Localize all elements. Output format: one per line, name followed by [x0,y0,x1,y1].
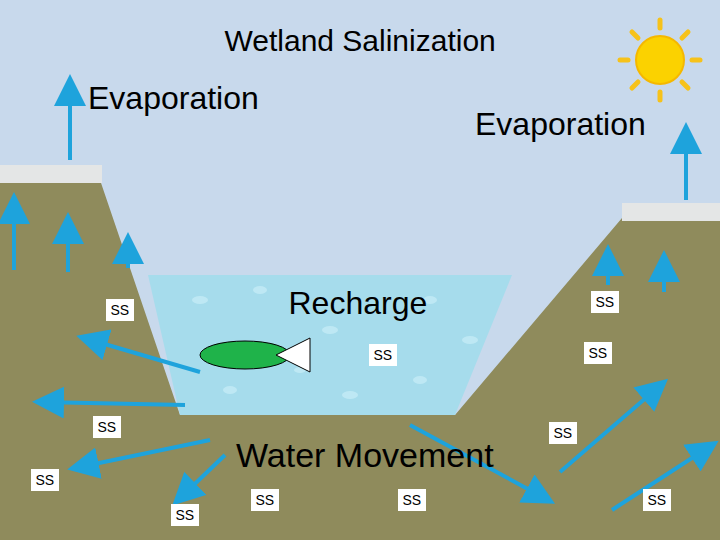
salt-box: SS [171,504,200,526]
node-text: SS [648,492,667,508]
node-text: SS [374,347,393,363]
salt-box: SS [549,422,578,444]
salt-crust [622,203,720,221]
salt-crust [0,165,102,183]
node-text: SS [596,294,615,310]
ground [0,180,720,540]
water-ripples [192,286,478,399]
wetland-water [148,275,512,415]
node-text: SS [98,419,117,435]
salt-box: SS [93,416,122,438]
node-text: SS [589,345,608,361]
node-text: SS [403,492,422,508]
diagram-label: Water Movement [236,436,494,475]
salt-box: SS [106,299,135,321]
diagram-title: Wetland Salinization [225,24,496,58]
node-text: SS [36,472,55,488]
salt-box: SS [251,489,280,511]
salt-box: SS [31,469,60,491]
sun [620,20,700,100]
flow-arrows [14,82,712,510]
node-text: SS [176,507,195,523]
node-text: SS [256,492,275,508]
salt-box: SS [584,342,613,364]
diagram-label: Evaporation [475,106,646,143]
salt-box: SS [369,344,398,366]
salt-box: SS [398,489,427,511]
node-text: SS [111,302,130,318]
fish [200,338,310,372]
salt-box: SS [591,291,620,313]
diagram-label: Evaporation [88,80,259,117]
salt-box: SS [643,489,672,511]
diagram-label: Recharge [289,285,428,322]
node-text: SS [554,425,573,441]
